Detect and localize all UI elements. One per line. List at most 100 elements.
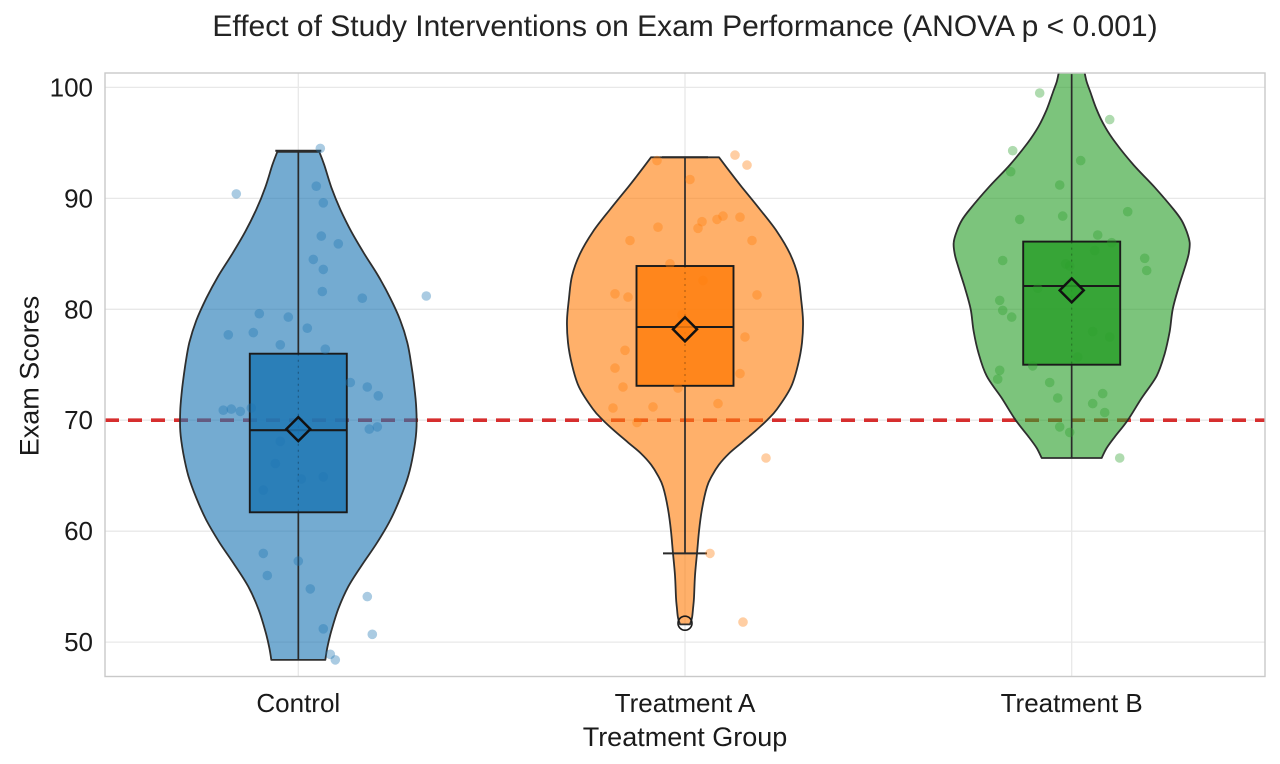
jitter-point-treatment-a — [623, 292, 633, 302]
jitter-point-treatment-a — [735, 368, 745, 379]
jitter-point-treatment-b — [1087, 326, 1098, 337]
jitter-point-treatment-b — [1006, 312, 1017, 322]
jitter-point-control — [262, 570, 273, 581]
jitter-point-treatment-a — [761, 453, 771, 463]
jitter-point-treatment-a — [648, 402, 658, 412]
jitter-point-treatment-b — [1032, 283, 1043, 294]
jitter-point-treatment-b — [994, 365, 1005, 376]
jitter-point-control — [364, 424, 375, 434]
y-tick-label: 90 — [64, 183, 93, 213]
jitter-point-treatment-b — [1087, 398, 1098, 409]
jitter-point-control — [318, 472, 329, 482]
jitter-point-treatment-b — [1052, 393, 1063, 403]
jitter-point-treatment-b — [1005, 166, 1016, 177]
violin-outline-control — [179, 150, 418, 661]
jitter-point-control — [318, 198, 329, 208]
jitter-point-treatment-a — [673, 383, 683, 393]
jitter-point-control — [357, 293, 368, 304]
jitter-point-treatment-b — [1054, 422, 1065, 432]
jitter-point-treatment-a — [718, 211, 728, 221]
jitter-point-control — [296, 474, 307, 484]
jitter-point-treatment-a — [747, 235, 757, 246]
jitter-point-treatment-b — [1092, 230, 1103, 240]
jitter-point-control — [345, 377, 356, 388]
jitter-point-treatment-a — [652, 155, 662, 166]
jitter-point-treatment-a — [738, 617, 748, 627]
jitter-point-treatment-b — [1099, 407, 1110, 418]
jitter-point-control — [308, 254, 319, 265]
jitter-point-control — [235, 406, 246, 417]
x-tick-label-treatment-a: Treatment A — [615, 688, 756, 718]
jitter-point-treatment-a — [685, 174, 695, 185]
y-tick-label: 100 — [50, 72, 93, 102]
jitter-point-treatment-b — [1027, 361, 1038, 371]
jitter-point-treatment-a — [610, 363, 620, 373]
jitter-point-control — [421, 291, 432, 301]
jitter-point-control — [373, 391, 384, 401]
jitter-point-control — [333, 239, 344, 249]
jitter-point-treatment-b — [1060, 259, 1071, 269]
jitter-point-treatment-a — [653, 222, 663, 232]
jitter-point-control — [226, 404, 237, 414]
x-axis-label: Treatment Group — [582, 722, 788, 752]
jitter-point-treatment-a — [742, 160, 752, 170]
jitter-point-treatment-a — [713, 398, 723, 409]
jitter-point-treatment-a — [705, 548, 715, 559]
jitter-point-treatment-b — [1104, 114, 1115, 125]
jitter-point-treatment-b — [1064, 261, 1075, 271]
jitter-point-treatment-b — [1044, 377, 1055, 388]
jitter-point-treatment-b — [1089, 245, 1100, 256]
jitter-point-treatment-a — [632, 417, 642, 428]
jitter-point-treatment-b — [997, 305, 1008, 316]
jitter-point-treatment-b — [1106, 237, 1117, 248]
outlier-marker-treatment-a — [677, 615, 693, 632]
y-axis-label: Exam Scores — [14, 295, 45, 457]
jitter-point-treatment-b — [1014, 214, 1025, 225]
jitter-point-treatment-b — [1054, 180, 1065, 190]
jitter-point-treatment-b — [1057, 211, 1068, 221]
jitter-point-treatment-b — [992, 374, 1003, 385]
jitter-point-treatment-b — [1114, 453, 1125, 463]
y-tick-label: 70 — [64, 405, 93, 435]
jitter-point-control — [362, 591, 373, 602]
jitter-point-control — [283, 312, 294, 322]
chart-title: Effect of Study Interventions on Exam Pe… — [212, 10, 1158, 43]
jitter-point-treatment-b — [1064, 427, 1075, 438]
jitter-point-treatment-a — [698, 275, 708, 286]
plot-border — [104, 72, 1266, 678]
jitter-point-control — [270, 458, 281, 469]
jitter-point-control — [330, 655, 341, 665]
jitter-point-treatment-a — [693, 223, 703, 234]
jitter-point-control — [218, 405, 229, 416]
jitter-point-control — [317, 286, 328, 297]
jitter-point-treatment-b — [1141, 265, 1152, 276]
jitter-point-control — [258, 548, 269, 559]
jitter-point-treatment-b — [1007, 145, 1018, 156]
jitter-point-treatment-a — [740, 332, 750, 342]
jitter-point-treatment-b — [1122, 206, 1133, 217]
jitter-point-control — [302, 323, 313, 334]
jitter-point-control — [318, 624, 329, 634]
jitter-point-treatment-a — [625, 235, 635, 246]
jitter-point-control — [311, 181, 322, 191]
jitter-point-treatment-b — [1072, 352, 1083, 362]
x-tick-label-control: Control — [256, 688, 340, 718]
violin-outline-treatment-a — [566, 156, 804, 626]
jitter-point-treatment-b — [994, 295, 1005, 306]
y-tick-label: 80 — [64, 294, 93, 324]
mean-diamond-control — [284, 415, 313, 443]
jitter-point-treatment-a — [665, 259, 675, 269]
jitter-point-control — [231, 189, 242, 199]
jitter-point-treatment-a — [618, 382, 628, 392]
jitter-point-control — [275, 436, 286, 447]
jitter-point-treatment-a — [610, 289, 620, 299]
jitter-point-control — [275, 340, 286, 350]
mean-diamond-treatment-b — [1057, 276, 1086, 305]
jitter-point-treatment-b — [1097, 388, 1108, 399]
jitter-point-treatment-a — [712, 214, 722, 225]
jitter-point-control — [318, 264, 329, 275]
jitter-point-treatment-b — [1075, 155, 1086, 166]
y-tick-label: 60 — [64, 516, 93, 546]
